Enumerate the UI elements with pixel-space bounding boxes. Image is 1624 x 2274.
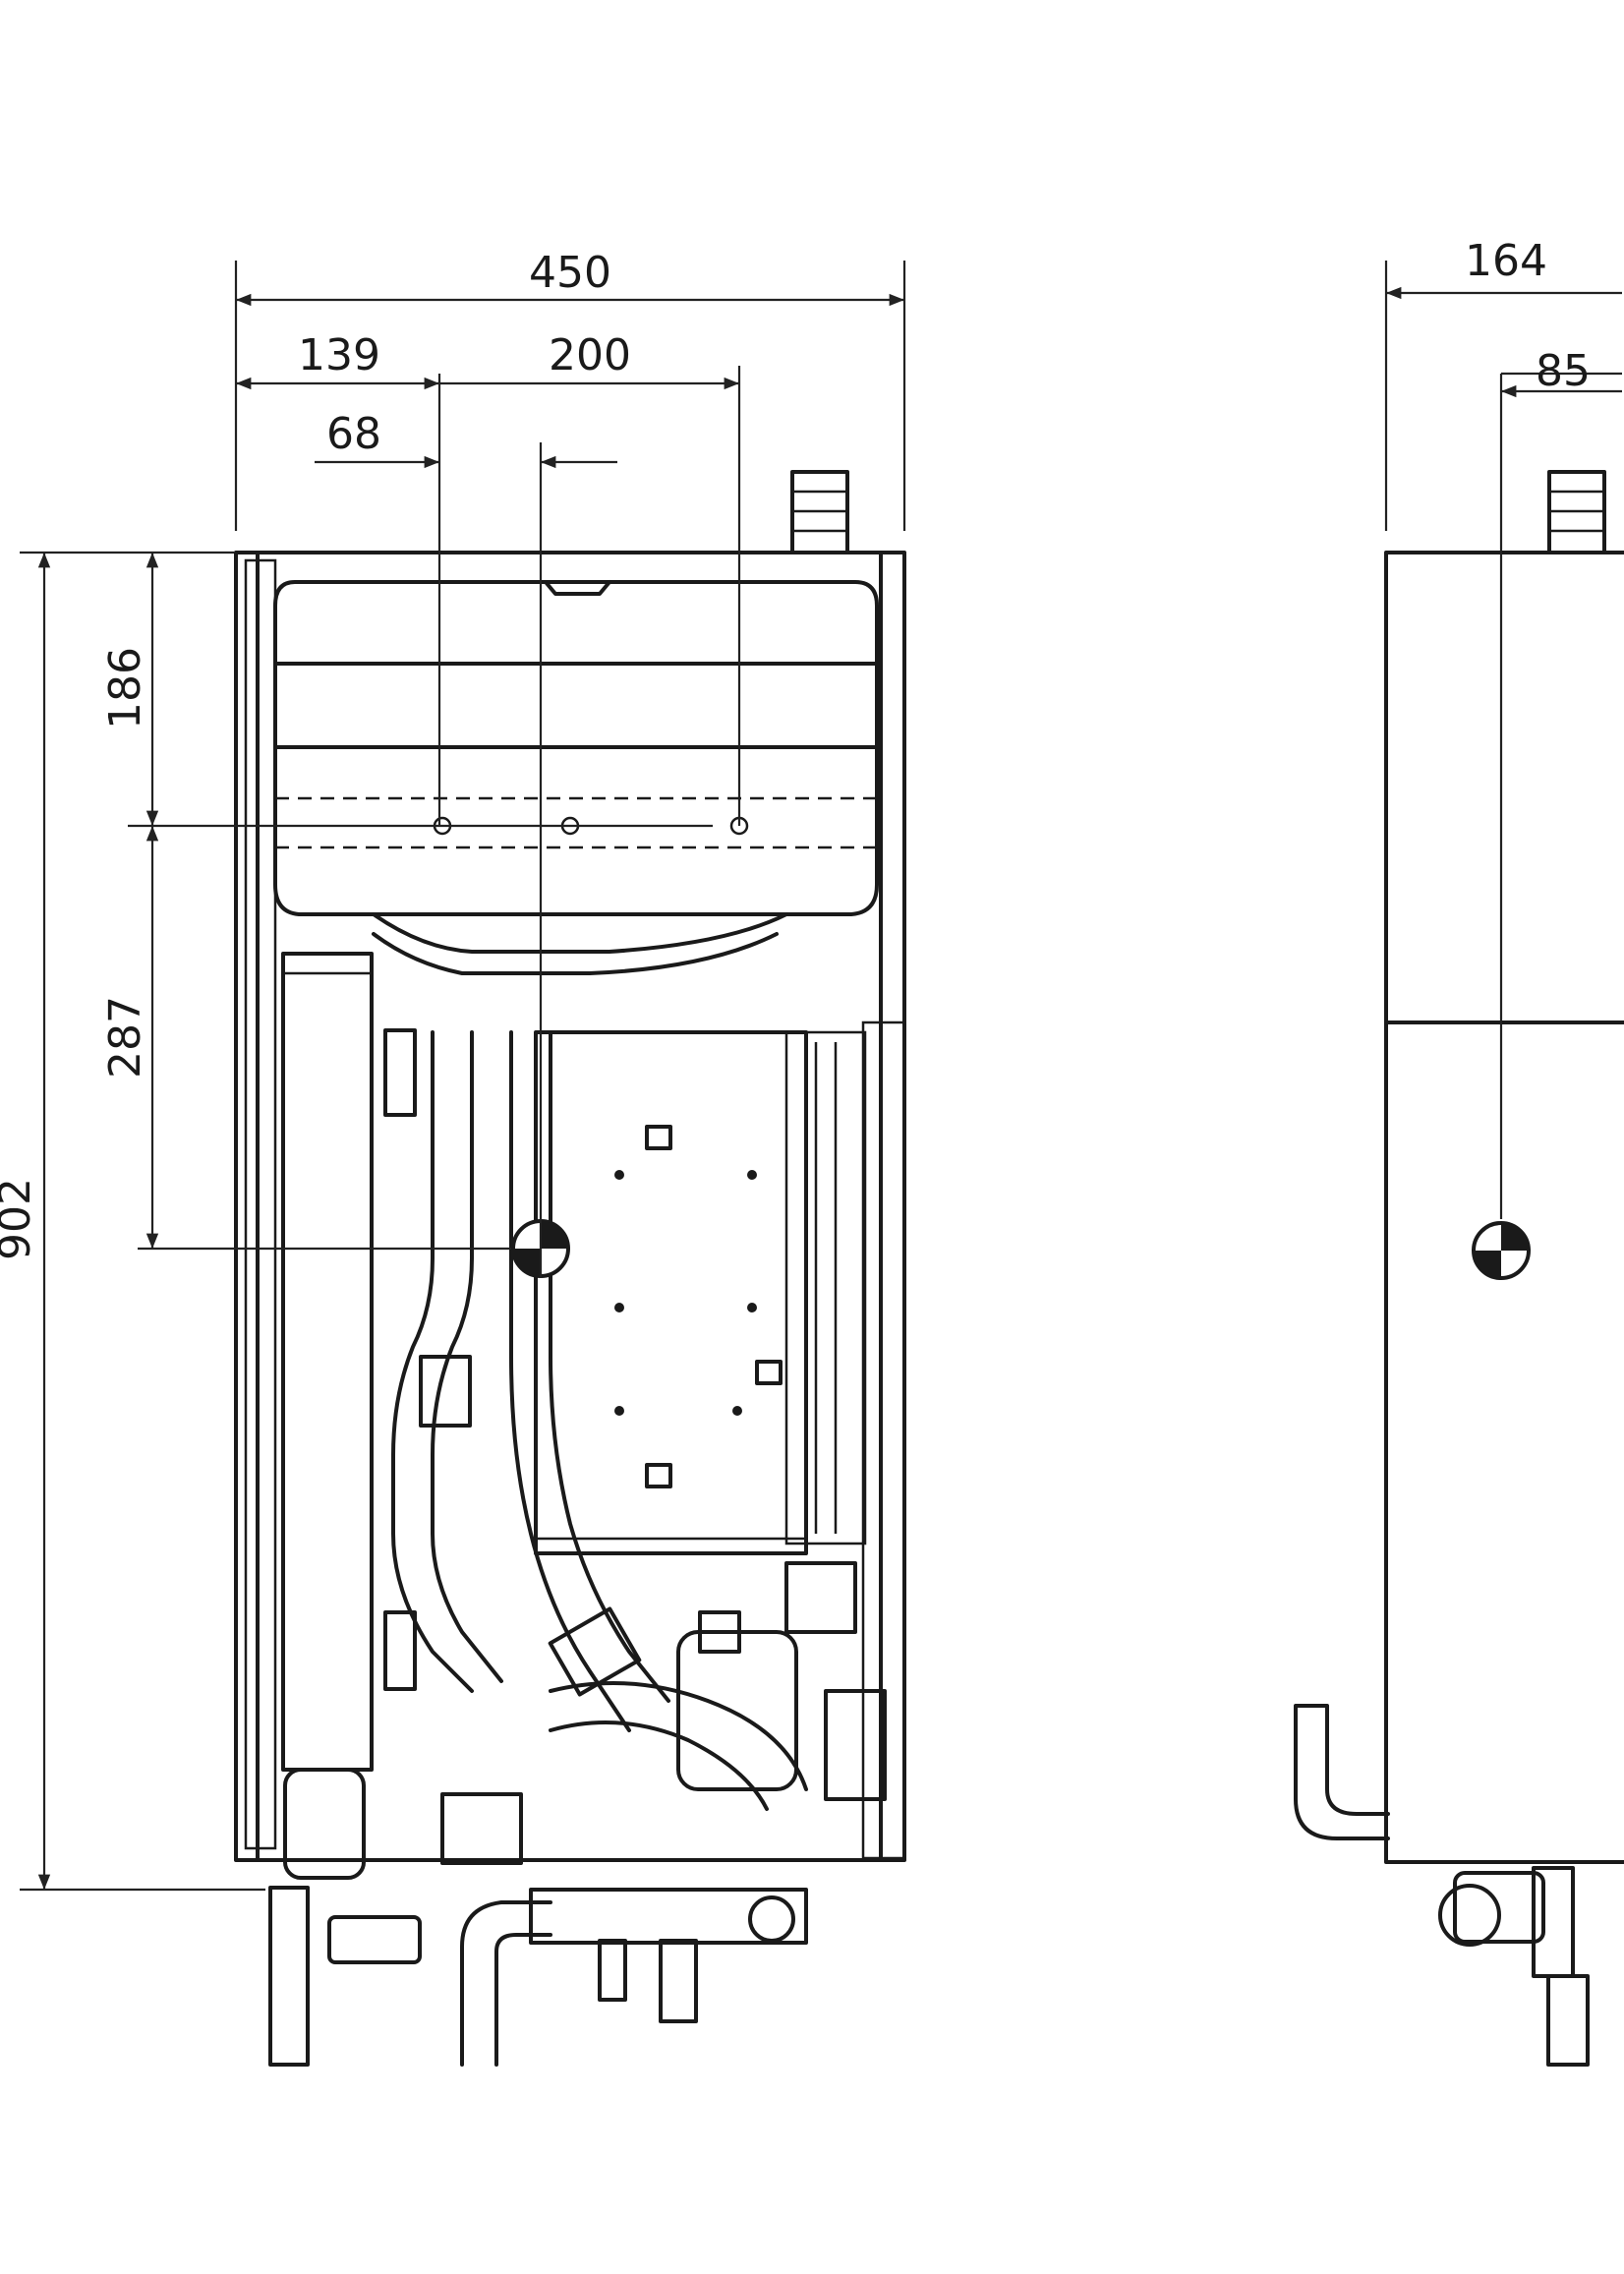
pump-assembly: [548, 1561, 887, 1801]
front-dimensions: 450 139 200 68 902 186 287: [0, 248, 906, 1892]
dim-depth: 164: [1465, 236, 1547, 286]
side-view: [1294, 374, 1624, 2067]
dim-top-to-pipe: 186: [100, 647, 150, 729]
dim-pipe-to-cog: 287: [100, 996, 150, 1079]
air-vent-valve-front: [790, 470, 849, 554]
dim-overall-height: 902: [0, 1178, 40, 1260]
dim-overall-width: 450: [529, 248, 611, 298]
dim-left-offset: 139: [298, 330, 380, 380]
dim-center-offset: 68: [326, 409, 381, 459]
center-of-gravity-marker-side: [1472, 1221, 1531, 1280]
side-casing-outline: [1384, 551, 1624, 1864]
left-side-module: [281, 952, 374, 1772]
front-view: [234, 366, 906, 2067]
bottom-connections: [268, 1768, 808, 2067]
control-box: [534, 1030, 867, 1555]
expansion-vessel: [273, 580, 879, 916]
side-dimensions: 164 85: [1384, 236, 1622, 531]
air-vent-valve-side: [1547, 470, 1606, 554]
dim-connection-spacing: 200: [549, 330, 631, 380]
side-pipe-connections: [1294, 1704, 1590, 2067]
pipework: [372, 912, 808, 1811]
dim-cog-depth: 85: [1536, 346, 1591, 396]
